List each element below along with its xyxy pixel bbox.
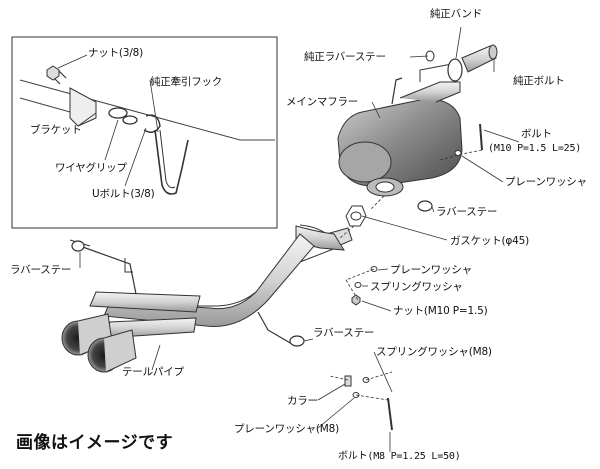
label-nut-mid: ナット(M10 P=1.5) [393, 305, 488, 317]
label-rubber-stay-left: ラバーステー [10, 264, 72, 276]
label-main-muffler: メインマフラー [286, 96, 359, 108]
label-plain-washer-top: プレーンワッシャ [505, 176, 587, 188]
label-spring-washer-m8: スプリングワッシャ(M8) [376, 346, 492, 358]
label-oem-tow-hook: 純正牽引フック [150, 76, 223, 88]
label-tail-pipe: テールパイプ [122, 366, 184, 378]
label-plain-washer-mid: プレーンワッシャ [390, 264, 472, 276]
label-oem-bolt: 純正ボルト [513, 75, 565, 87]
label-bolt-top: ボルト [521, 128, 552, 140]
label-rubber-stay-low: ラバーステー [313, 327, 375, 339]
label-oem-band: 純正バンド [430, 8, 483, 20]
label-plain-washer-m8: プレーンワッシャ(M8) [234, 423, 340, 435]
oem-band-assembly [425, 44, 498, 82]
label-nut-3-8: ナット(3/8) [88, 47, 143, 59]
label-bolt-top-spec: (M10 P=1.5 L=25) [488, 143, 582, 154]
assembly-lines [329, 149, 483, 401]
label-oem-rubber-stay: 純正ラバーステー [304, 51, 386, 63]
label-gasket: ガスケット(φ45) [450, 235, 529, 247]
tail-pipe-assembly [61, 224, 345, 373]
label-rubber-stay-mid: ラバーステー [436, 206, 498, 218]
hardware [71, 123, 483, 431]
label-bracket: ブラケット [30, 124, 82, 136]
image-disclaimer: 画像はイメージです [16, 433, 174, 453]
label-u-bolt: Uボルト(3/8) [92, 188, 155, 200]
leader-lines [79, 26, 520, 452]
label-collar: カラー [287, 395, 318, 407]
outlet-flange [329, 177, 404, 247]
label-wire-grip: ワイヤグリップ [55, 162, 127, 174]
main-muffler [337, 63, 463, 187]
label-spring-washer-mid: スプリングワッシャ [370, 281, 463, 293]
label-bolt-m8: ボルト(M8 P=1.25 L=50) [338, 451, 461, 462]
inset-detail [11, 36, 278, 229]
